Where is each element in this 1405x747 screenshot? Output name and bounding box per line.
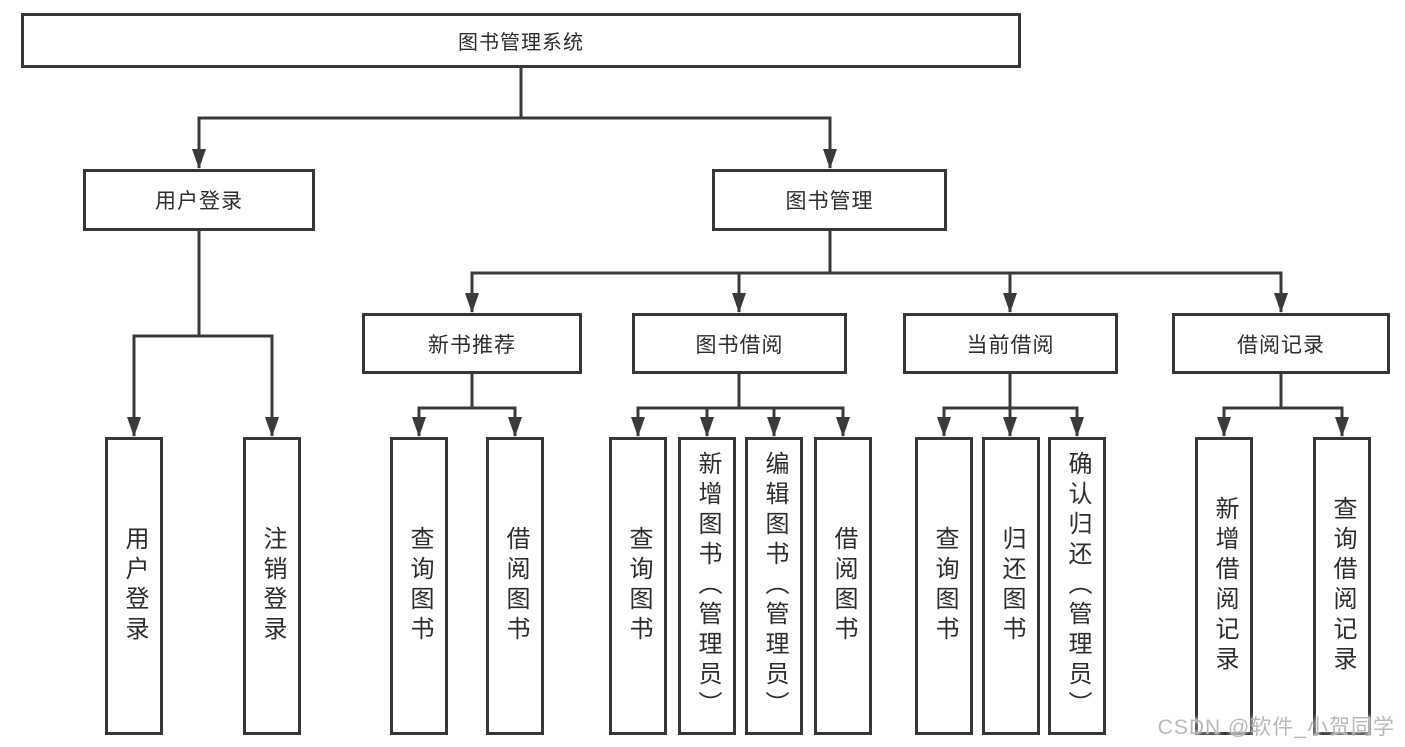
- leaf-query-borrow-record-label: 查询借阅记录: [1329, 496, 1356, 676]
- leaf-user-login: 用户登录: [105, 437, 163, 735]
- leaf-borrow-books-recommend: 借阅图书: [486, 437, 544, 735]
- csdn-watermark: CSDN @软件_小贺同学: [1157, 716, 1395, 739]
- leaf-query-books-borrow: 查询图书: [609, 437, 667, 735]
- leaf-add-borrow-record-label: 新增借阅记录: [1211, 496, 1238, 676]
- leaf-confirm-return-admin-label: 确认归还（管理员）: [1064, 451, 1091, 721]
- leaf-query-borrow-record: 查询借阅记录: [1313, 437, 1371, 735]
- leaf-borrow-books: 借阅图书: [814, 437, 872, 735]
- leaf-edit-books-admin-label: 编辑图书（管理员）: [761, 451, 788, 721]
- leaf-logout: 注销登录: [243, 437, 301, 735]
- node-book-borrow: 图书借阅: [632, 313, 847, 374]
- node-user-login: 用户登录: [83, 169, 315, 231]
- node-current-borrow: 当前借阅: [903, 313, 1118, 374]
- leaf-borrow-books-recommend-label: 借阅图书: [502, 526, 529, 646]
- leaf-borrow-books-label: 借阅图书: [830, 526, 857, 646]
- leaf-add-books-admin-label: 新增图书（管理员）: [694, 451, 721, 721]
- leaf-return-books-label: 归还图书: [998, 526, 1025, 646]
- leaf-query-books-current-label: 查询图书: [931, 526, 958, 646]
- node-borrow-records: 借阅记录: [1172, 313, 1390, 374]
- node-library-system: 图书管理系统: [21, 13, 1021, 68]
- leaf-query-books-recommend: 查询图书: [390, 437, 448, 735]
- leaf-query-books-current: 查询图书: [915, 437, 973, 735]
- leaf-return-books: 归还图书: [982, 437, 1040, 735]
- leaf-edit-books-admin: 编辑图书（管理员）: [745, 437, 803, 735]
- leaf-user-login-label: 用户登录: [121, 526, 148, 646]
- leaf-query-books-recommend-label: 查询图书: [406, 526, 433, 646]
- node-book-management: 图书管理: [712, 169, 947, 231]
- leaf-confirm-return-admin: 确认归还（管理员）: [1048, 437, 1106, 735]
- leaf-query-books-borrow-label: 查询图书: [625, 526, 652, 646]
- leaf-add-books-admin: 新增图书（管理员）: [678, 437, 736, 735]
- node-new-book-recommend: 新书推荐: [362, 313, 582, 374]
- leaf-logout-label: 注销登录: [259, 526, 286, 646]
- leaf-add-borrow-record: 新增借阅记录: [1195, 437, 1253, 735]
